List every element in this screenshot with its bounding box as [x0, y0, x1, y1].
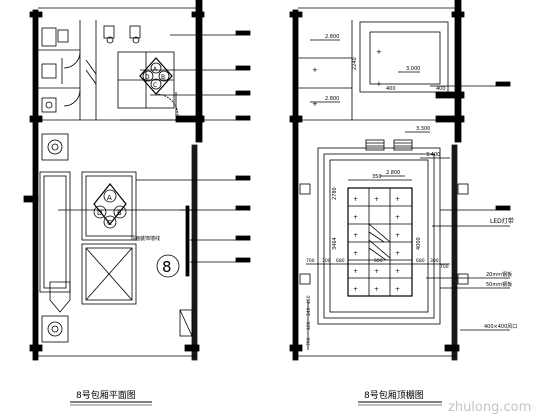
- ceiling-plan: 2.800 2.800 3.000 3.300 3.400 2.800 2240…: [289, 0, 517, 361]
- room-number: 8: [162, 258, 172, 276]
- svg-text:3464: 3464: [332, 237, 338, 250]
- tv-wall-label: 顶面装饰墙线: [130, 235, 160, 242]
- svg-text:+: +: [312, 66, 318, 74]
- svg-text:+: +: [376, 48, 382, 56]
- svg-text:+: +: [353, 232, 358, 239]
- left-wall: [32, 9, 39, 361]
- svg-text:240: 240: [306, 307, 312, 316]
- corner-table-icon: [41, 133, 69, 161]
- svg-text:3.000: 3.000: [406, 66, 420, 72]
- svg-text:+: +: [353, 196, 358, 203]
- svg-text:450: 450: [306, 295, 312, 304]
- svg-text:+: +: [353, 286, 358, 293]
- svg-text:4000: 4000: [416, 237, 422, 250]
- svg-text:+: +: [395, 196, 400, 203]
- svg-text:3.300: 3.300: [416, 126, 430, 132]
- svg-text:+: +: [374, 196, 379, 203]
- right-wall-lower: [191, 144, 198, 361]
- svg-text:600: 600: [374, 258, 383, 264]
- svg-text:2.800: 2.800: [325, 34, 339, 40]
- svg-text:300: 300: [322, 258, 331, 264]
- small-table-letter: D: [145, 74, 150, 81]
- svg-text:700: 700: [440, 264, 449, 270]
- floor-plan-caption: 8号包厢平面图: [76, 391, 136, 401]
- watermark: zhulong.com: [448, 400, 532, 415]
- ceiling-plan-caption: 8号包厢顶棚图: [364, 391, 424, 401]
- svg-text:+: +: [395, 214, 400, 221]
- tv-panel: [185, 205, 190, 277]
- svg-text:300: 300: [430, 258, 439, 264]
- grille-label: 400×400风口: [484, 324, 517, 330]
- main-table-letter: D: [97, 209, 102, 217]
- svg-text:2780: 2780: [332, 187, 338, 200]
- cabinet-icon: [179, 309, 193, 337]
- svg-text:2.800: 2.800: [325, 96, 339, 102]
- room-number-circle: [156, 254, 180, 278]
- svg-text:400: 400: [386, 86, 396, 92]
- ceiling-frame: [317, 147, 441, 325]
- svg-text:+: +: [395, 250, 400, 257]
- svg-text:+: +: [395, 232, 400, 239]
- basin-icon: [41, 63, 57, 79]
- main-table: A B C D: [93, 183, 127, 229]
- small-table-letter: A: [153, 66, 158, 73]
- svg-text:+: +: [353, 268, 358, 275]
- main-table-letter: B: [117, 209, 122, 217]
- svg-text:400: 400: [436, 86, 446, 92]
- level-mark: 2.800 2.800 3.000 3.300 3.400 2.800: [310, 34, 450, 177]
- svg-text:+: +: [374, 268, 379, 275]
- floor-plan: A B C D: [23, 0, 251, 361]
- svg-text:700: 700: [306, 258, 315, 264]
- svg-text:+: +: [353, 250, 358, 257]
- svg-text:2240: 2240: [352, 57, 358, 70]
- svg-text:+: +: [312, 100, 318, 108]
- steel-50-label: 50mm钢板: [486, 281, 512, 288]
- svg-text:400: 400: [306, 321, 312, 330]
- svg-text:+: +: [376, 80, 382, 88]
- svg-text:350: 350: [372, 174, 382, 180]
- sofa-icon: [39, 171, 71, 293]
- svg-text:2.800: 2.800: [386, 170, 400, 176]
- small-table-letter: C: [153, 82, 157, 89]
- led-label: LED灯带: [490, 217, 514, 225]
- small-table-letter: B: [161, 74, 165, 81]
- toilet-icon: [41, 27, 57, 47]
- svg-text:+: +: [353, 214, 358, 221]
- svg-text:700: 700: [306, 337, 312, 346]
- svg-text:+: +: [395, 286, 400, 293]
- main-table-letter: A: [107, 194, 112, 202]
- small-table: A B C D: [139, 57, 173, 95]
- svg-text:680: 680: [336, 258, 345, 264]
- corner-table-icon: [41, 315, 69, 343]
- steel-20-label: 20mm钢板: [486, 271, 512, 278]
- svg-text:+: +: [374, 286, 379, 293]
- main-table-letter: C: [107, 219, 112, 227]
- svg-text:680: 680: [416, 258, 425, 264]
- svg-text:+: +: [395, 268, 400, 275]
- svg-text:3.400: 3.400: [426, 152, 440, 158]
